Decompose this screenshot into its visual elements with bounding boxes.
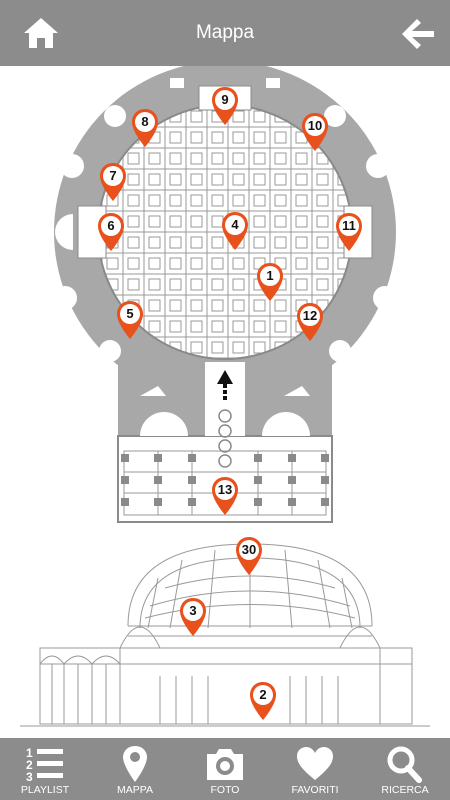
map-pin[interactable]: 10	[300, 112, 330, 152]
pin-label: 11	[342, 218, 356, 233]
section-drawing	[20, 543, 430, 727]
home-icon[interactable]	[22, 16, 60, 50]
map-marker-icon	[98, 213, 124, 251]
map-pin[interactable]: 13	[210, 476, 240, 516]
pin-label: 30	[241, 542, 257, 557]
map-pin[interactable]: 1	[255, 262, 285, 302]
pin-label: 6	[107, 218, 115, 233]
tab-label: FAVORITI	[291, 784, 339, 796]
camera-icon	[207, 749, 243, 780]
map-pin[interactable]: 5	[115, 300, 145, 340]
map-marker-icon	[132, 109, 158, 147]
tab-foto[interactable]: FOTO	[180, 738, 270, 800]
pin-label: 1	[266, 268, 274, 283]
page-title: Mappa	[195, 22, 255, 43]
map-pin[interactable]: 11	[334, 212, 364, 252]
map-pin[interactable]: 12	[295, 302, 325, 342]
map-marker-icon	[297, 303, 323, 341]
pin-label: 5	[126, 306, 134, 321]
tab-label: MAPPA	[117, 784, 153, 796]
heart-icon	[297, 747, 333, 780]
map-pin[interactable]: 7	[98, 162, 128, 202]
map-marker-icon	[257, 263, 283, 301]
map-pin-icon	[123, 746, 147, 782]
map-pin[interactable]: 3	[178, 597, 208, 637]
tab-playlist[interactable]: 1 2 3 PLAYLIST	[0, 738, 90, 800]
pin-label: 7	[109, 168, 117, 183]
map-pin[interactable]: 8	[130, 108, 160, 148]
svg-text:3: 3	[26, 770, 33, 784]
tab-label: PLAYLIST	[20, 784, 70, 796]
map-marker-icon	[302, 113, 328, 151]
map-marker-icon	[212, 87, 238, 125]
search-icon	[387, 746, 422, 783]
pin-label: 3	[189, 603, 197, 618]
tab-favoriti[interactable]: FAVORITI	[270, 738, 360, 800]
map-marker-icon	[100, 163, 126, 201]
tab-bar: 1 2 3 PLAYLIST MAPPA FOTO FAVORITI	[0, 738, 450, 800]
pin-label: 12	[302, 308, 318, 323]
tab-label: RICERCA	[381, 784, 429, 796]
playlist-icon: 1 2 3	[26, 746, 63, 784]
map-marker-icon	[336, 213, 362, 251]
floor-plan	[53, 66, 397, 523]
map-pin[interactable]: 4	[220, 211, 250, 251]
map-marker-icon	[222, 212, 248, 250]
app-header: Mappa	[0, 0, 450, 66]
map-marker-icon	[236, 537, 262, 575]
pin-label: 10	[307, 118, 323, 133]
arrow-left-icon[interactable]	[400, 17, 436, 51]
map-pin[interactable]: 2	[248, 681, 278, 721]
pin-label: 9	[221, 92, 229, 107]
pin-label: 2	[259, 687, 267, 702]
map-pin[interactable]: 30	[234, 536, 264, 576]
map-marker-icon	[250, 682, 276, 720]
map-marker-icon	[117, 301, 143, 339]
map-pin[interactable]: 6	[96, 212, 126, 252]
map-marker-icon	[180, 598, 206, 636]
map-pin[interactable]: 9	[210, 86, 240, 126]
map-marker-icon	[212, 477, 238, 515]
tab-ricerca[interactable]: RICERCA	[360, 738, 450, 800]
svg-text:2: 2	[26, 758, 33, 772]
pin-label: 8	[141, 114, 149, 129]
svg-text:1: 1	[26, 746, 33, 760]
tab-mappa[interactable]: MAPPA	[90, 738, 180, 800]
tab-label: FOTO	[210, 784, 240, 796]
pin-label: 13	[217, 482, 233, 497]
pin-label: 4	[231, 217, 239, 232]
